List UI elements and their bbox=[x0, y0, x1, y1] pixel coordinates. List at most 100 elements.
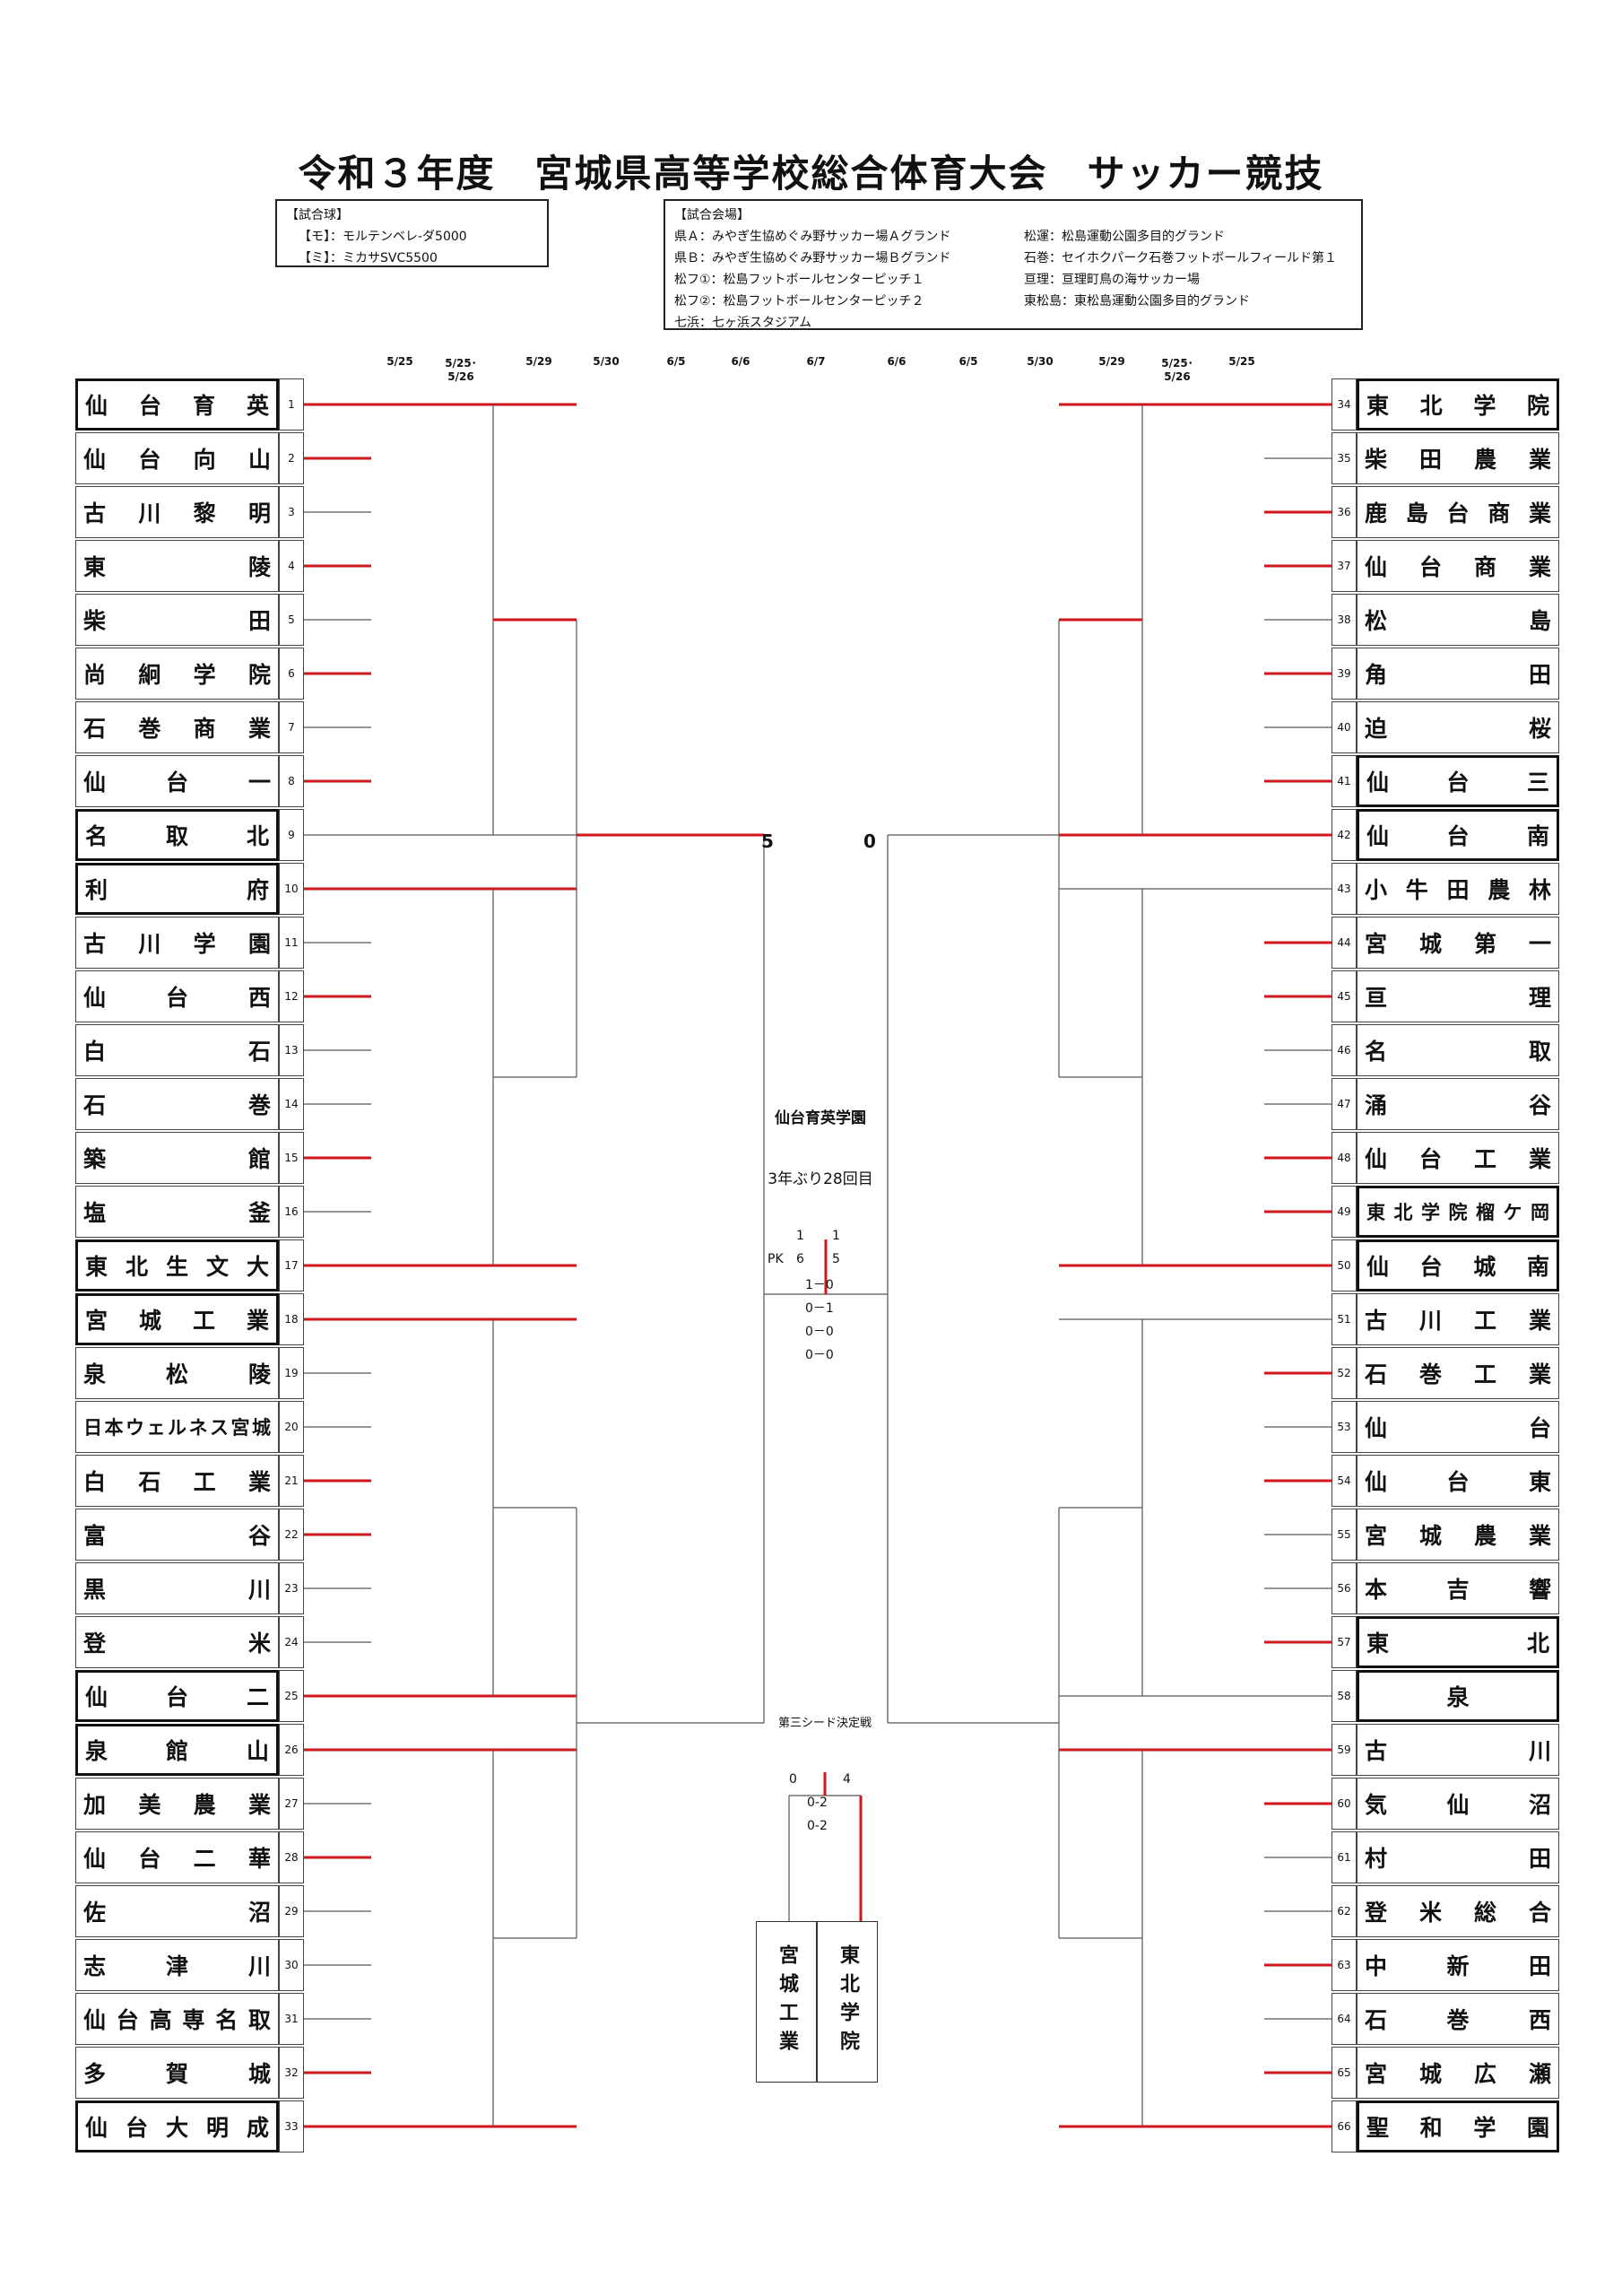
team-number: 41 bbox=[1331, 755, 1357, 807]
round-date: 6/7 bbox=[806, 355, 826, 368]
team-number: 14 bbox=[279, 1078, 304, 1130]
team-name: 東北生文大 bbox=[75, 1239, 279, 1292]
third-left-score: 0 bbox=[789, 1772, 797, 1787]
team-name: 気仙沼 bbox=[1357, 1778, 1559, 1830]
semi-right-score: 0 bbox=[863, 831, 876, 852]
venue-item: 松フ②：松島フットボールセンターピッチ２ bbox=[674, 294, 924, 309]
team-number: 31 bbox=[279, 1993, 304, 2045]
team-number: 16 bbox=[279, 1186, 304, 1238]
team-name: 宮城第一 bbox=[1357, 917, 1559, 969]
third-right-team: 東北学院 bbox=[817, 1921, 878, 2083]
team-name: 仙台二華 bbox=[75, 1831, 279, 1883]
third-half-score: 0-2 bbox=[807, 1819, 828, 1833]
team-number: 54 bbox=[1331, 1455, 1357, 1507]
team-name: 角田 bbox=[1357, 648, 1559, 700]
team-number: 43 bbox=[1331, 863, 1357, 915]
team-name: 築館 bbox=[75, 1132, 279, 1184]
round-date: 6/5 bbox=[666, 355, 686, 368]
team-name: 日本ウェルネス宮城 bbox=[75, 1401, 279, 1453]
team-number: 61 bbox=[1331, 1831, 1357, 1883]
team-name: 柴田農業 bbox=[1357, 432, 1559, 484]
team-name: 中新田 bbox=[1357, 1939, 1559, 1991]
team-number: 20 bbox=[279, 1401, 304, 1453]
champion-note: 3年ぶり28回目 bbox=[768, 1170, 873, 1188]
team-number: 65 bbox=[1331, 2047, 1357, 2099]
team-name: 東陵 bbox=[75, 540, 279, 592]
team-name: 多賀城 bbox=[75, 2047, 279, 2099]
team-number: 44 bbox=[1331, 917, 1357, 969]
team-name: 仙台育英 bbox=[75, 378, 279, 430]
venue-item: 県Ｂ：みやぎ生協めぐみ野サッカー場Ｂグランド bbox=[674, 251, 951, 265]
team-name: 登米総合 bbox=[1357, 1885, 1559, 1937]
team-number: 29 bbox=[279, 1885, 304, 1937]
team-number: 25 bbox=[279, 1670, 304, 1722]
team-name: 仙台向山 bbox=[75, 432, 279, 484]
venue-item: 七浜：七ヶ浜スタジアム bbox=[674, 316, 812, 330]
team-name: 柴田 bbox=[75, 594, 279, 646]
round-date: 5/25･5/26 bbox=[1161, 357, 1193, 383]
team-name: 仙台城南 bbox=[1357, 1239, 1559, 1292]
venue-item: 東松島：東松島運動公園多目的グランド bbox=[1024, 294, 1250, 309]
third-half-score: 0-2 bbox=[807, 1796, 828, 1810]
champion-name: 仙台育英学園 bbox=[775, 1109, 866, 1127]
round-date: 5/30 bbox=[593, 355, 620, 368]
team-number: 58 bbox=[1331, 1670, 1357, 1722]
team-name: 仙台 bbox=[1357, 1401, 1559, 1453]
team-number: 11 bbox=[279, 917, 304, 969]
team-name: 古川 bbox=[1357, 1724, 1559, 1776]
team-name: 宮城農業 bbox=[1357, 1509, 1559, 1561]
team-number: 27 bbox=[279, 1778, 304, 1830]
team-number: 33 bbox=[279, 2100, 304, 2152]
team-number: 59 bbox=[1331, 1724, 1357, 1776]
team-number: 48 bbox=[1331, 1132, 1357, 1184]
team-number: 38 bbox=[1331, 594, 1357, 646]
team-number: 7 bbox=[279, 701, 304, 753]
semi-left-score: 5 bbox=[761, 831, 774, 852]
team-name: 黒川 bbox=[75, 1562, 279, 1614]
team-name: 名取 bbox=[1357, 1024, 1559, 1076]
venue-item: 亘理：亘理町鳥の海サッカー場 bbox=[1024, 273, 1200, 287]
team-number: 46 bbox=[1331, 1024, 1357, 1076]
team-name: 利府 bbox=[75, 863, 279, 915]
venue-item: 石巻：セイホクパーク石巻フットボールフィールド第１ bbox=[1024, 251, 1338, 265]
team-number: 53 bbox=[1331, 1401, 1357, 1453]
team-number: 18 bbox=[279, 1293, 304, 1345]
team-number: 26 bbox=[279, 1724, 304, 1776]
team-number: 50 bbox=[1331, 1239, 1357, 1292]
team-name: 泉松陵 bbox=[75, 1347, 279, 1399]
team-number: 23 bbox=[279, 1562, 304, 1614]
team-name: 宮城広瀬 bbox=[1357, 2047, 1559, 2099]
round-date: 6/6 bbox=[887, 355, 906, 368]
team-number: 34 bbox=[1331, 378, 1357, 430]
team-number: 5 bbox=[279, 594, 304, 646]
team-name: 仙台南 bbox=[1357, 809, 1559, 861]
third-place-title: 第三シード決定戦 bbox=[777, 1717, 872, 1730]
team-name: 東北 bbox=[1357, 1616, 1559, 1668]
round-date: 5/25 bbox=[386, 355, 413, 368]
legend-item: 【モ】：モルテンベレ-ダ5000 bbox=[299, 230, 467, 244]
team-name: 亘理 bbox=[1357, 970, 1559, 1022]
team-number: 3 bbox=[279, 486, 304, 538]
venue-item: 松フ①：松島フットボールセンターピッチ１ bbox=[674, 273, 924, 287]
team-number: 35 bbox=[1331, 432, 1357, 484]
team-number: 47 bbox=[1331, 1078, 1357, 1130]
team-name: 松島 bbox=[1357, 594, 1559, 646]
pk-round: 0－0 bbox=[805, 1348, 834, 1362]
team-name: 東北学院 bbox=[1357, 378, 1559, 430]
team-number: 56 bbox=[1331, 1562, 1357, 1614]
pk-round: 0－0 bbox=[805, 1325, 834, 1339]
team-number: 60 bbox=[1331, 1778, 1357, 1830]
team-number: 13 bbox=[279, 1024, 304, 1076]
team-name: 仙台商業 bbox=[1357, 540, 1559, 592]
team-name: 仙台大明成 bbox=[75, 2100, 279, 2152]
venue-item: 県Ａ：みやぎ生協めぐみ野サッカー場Ａグランド bbox=[674, 230, 951, 244]
team-number: 2 bbox=[279, 432, 304, 484]
pk-right: 5 bbox=[832, 1252, 840, 1266]
team-number: 32 bbox=[279, 2047, 304, 2099]
team-number: 55 bbox=[1331, 1509, 1357, 1561]
team-name: 加美農業 bbox=[75, 1778, 279, 1830]
round-date: 6/6 bbox=[731, 355, 750, 368]
team-number: 12 bbox=[279, 970, 304, 1022]
team-number: 8 bbox=[279, 755, 304, 807]
team-number: 62 bbox=[1331, 1885, 1357, 1937]
